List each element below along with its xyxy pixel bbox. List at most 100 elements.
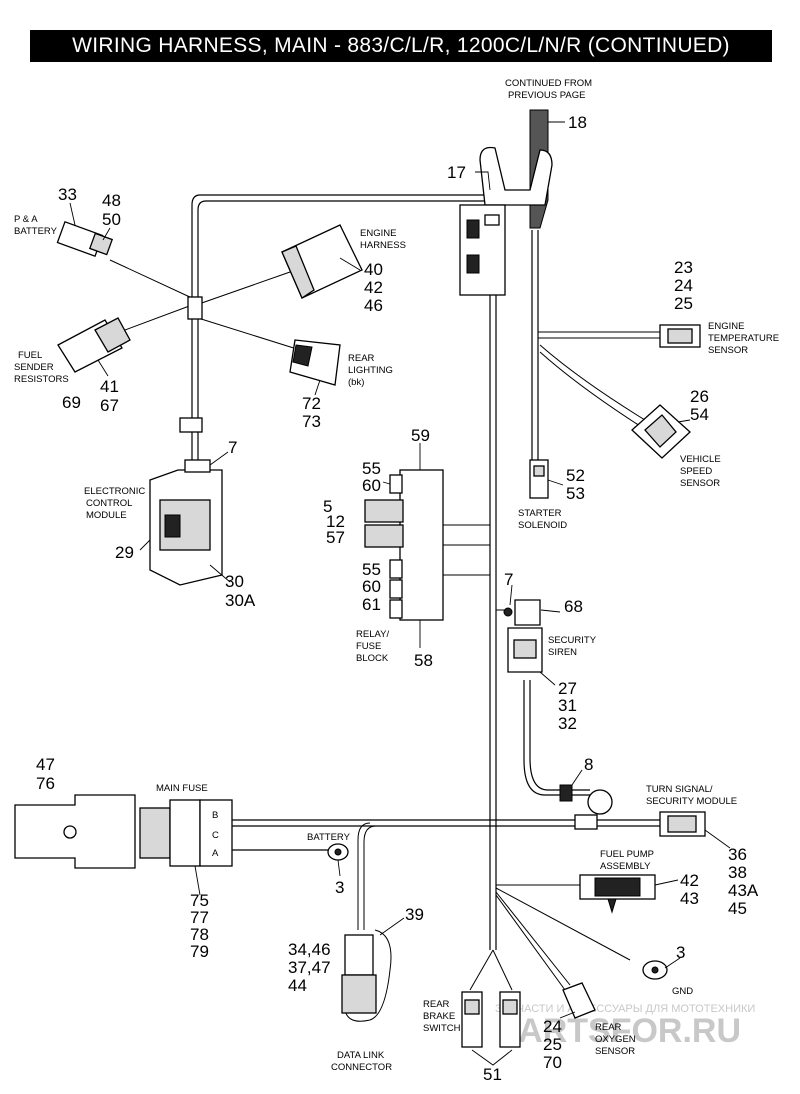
continued-label-1: CONTINUED FROM [505, 78, 592, 89]
fuel-pump-label-2: ASSEMBLY [600, 861, 651, 872]
security-label-1: SECURITY [548, 635, 597, 646]
rear-lighting-label-2: LIGHTING [348, 365, 393, 376]
fuel-pump-connector [579, 874, 656, 914]
rear-lighting-label-1: REAR [348, 353, 375, 364]
oxygen-wire-2 [495, 894, 566, 991]
callout-57: 57 [326, 528, 345, 547]
callout-29: 29 [115, 543, 134, 562]
callout-61: 61 [362, 595, 381, 614]
engine-harness-label-1: ENGINE [360, 228, 396, 239]
ecm-label-2: CONTROL [86, 498, 132, 509]
callout-70: 70 [543, 1053, 562, 1072]
callout-25-o2: 25 [543, 1035, 562, 1054]
callout-54: 54 [690, 405, 709, 424]
engine-harness-label-2: HARNESS [360, 240, 406, 251]
callout-33: 33 [58, 185, 77, 204]
engine-harness-wire [195, 271, 291, 306]
callout-73: 73 [302, 412, 321, 431]
callout-44: 44 [288, 976, 307, 995]
pa-battery-label-2: BATTERY [14, 226, 58, 237]
fuel-sender-label-1: FUEL [18, 350, 42, 361]
battery-terminal [327, 843, 349, 861]
callout-40: 40 [364, 260, 383, 279]
callout-24: 24 [674, 276, 693, 295]
gnd-label: GND [672, 986, 693, 997]
watermark-tagline: ЗАПЧАСТИ И АКСЕССУАРЫ ДЛЯ МОТОТЕХНИКИ [495, 1003, 755, 1015]
oxygen-label-2: OXYGEN [595, 1034, 636, 1045]
watermark: ЗАПЧАСТИ И АКСЕССУАРЫ ДЛЯ МОТОТЕХНИКИ PA… [495, 1003, 755, 1050]
callout-53: 53 [566, 484, 585, 503]
callout-42-pump: 42 [680, 871, 699, 890]
relay-fuse-block [364, 469, 444, 621]
callout-32: 32 [558, 714, 577, 733]
callout-3-battery: 3 [335, 878, 344, 897]
svg-text:B: B [212, 810, 218, 821]
callout-60-bottom: 60 [362, 577, 381, 596]
retainer-clip [479, 146, 553, 206]
branch-sleeve [187, 296, 203, 320]
siren-module-wire-2 [529, 680, 590, 791]
brake-label-3: SWITCH [423, 1023, 461, 1034]
fuel-sender-connector [57, 317, 131, 373]
callout-52: 52 [566, 466, 585, 485]
callout-55-top: 55 [362, 459, 381, 478]
battery-label: BATTERY [307, 832, 351, 843]
callout-5: 5 [323, 497, 332, 516]
brake-wire-1 [469, 949, 494, 991]
vss-connector [631, 404, 691, 459]
callout-3-gnd: 3 [676, 943, 685, 962]
callout-30: 30 [225, 572, 244, 591]
brake-switch-connectors [461, 991, 521, 1048]
callout-8: 8 [584, 755, 593, 774]
callout-30a: 30A [225, 591, 256, 610]
vss-label-1: VEHICLE [680, 454, 721, 465]
fuel-sender-label-3: RESISTORS [14, 374, 69, 385]
engine-temp-sensor-connector [659, 324, 701, 348]
callout-77: 77 [190, 908, 209, 927]
gnd-wire [495, 887, 631, 961]
turn-signal-module [559, 784, 706, 837]
vss-label-3: SENSOR [680, 478, 720, 489]
pa-battery-wire [109, 259, 193, 299]
data-link-label-2: CONNECTOR [331, 1062, 392, 1073]
callout-42: 42 [364, 278, 383, 297]
vss-wire [539, 344, 646, 421]
callout-38: 38 [728, 863, 747, 882]
callout-51: 51 [483, 1065, 502, 1084]
callout-72: 72 [302, 394, 321, 413]
callout-47: 47 [36, 755, 55, 774]
callout-41: 41 [100, 377, 119, 396]
svg-text:C: C [212, 830, 219, 841]
page-title: WIRING HARNESS, MAIN - 883/C/L/R, 1200C/… [30, 30, 772, 62]
vss-label-2: SPEED [680, 466, 712, 477]
relay-label-2: FUSE [356, 641, 381, 652]
brake-label-2: BRAKE [423, 1011, 455, 1022]
callout-43: 43 [680, 889, 699, 908]
harness-retainer [459, 109, 553, 296]
callout-37-47: 37,47 [288, 958, 331, 977]
leader-lines [69, 121, 731, 1066]
engine-temp-label-1: ENGINE [708, 321, 744, 332]
engine-temp-label-2: TEMPERATURE [708, 333, 779, 344]
callout-numbers: 18 17 33 48 50 40 42 46 23 24 25 41 67 6… [36, 113, 759, 1084]
fuel-pump-label-1: FUEL PUMP [600, 849, 654, 860]
rear-lighting-connector [289, 339, 341, 386]
starter-label-1: STARTER [518, 508, 562, 519]
callout-68: 68 [564, 597, 583, 616]
callout-31: 31 [558, 696, 577, 715]
starter-label-2: SOLENOID [518, 520, 567, 531]
relay-label-3: BLOCK [356, 653, 389, 664]
starter-solenoid-connector [529, 459, 549, 499]
callout-17: 17 [447, 163, 466, 182]
callout-7-siren: 7 [504, 570, 513, 589]
callout-48: 48 [102, 191, 121, 210]
callout-26: 26 [690, 387, 709, 406]
data-link-wire [357, 822, 371, 930]
brake-label-1: REAR [423, 999, 450, 1010]
callout-43a: 43A [728, 881, 759, 900]
callout-76: 76 [36, 774, 55, 793]
svg-text:A: A [212, 848, 219, 859]
engine-harness-connector [281, 224, 363, 299]
callout-18: 18 [568, 113, 587, 132]
